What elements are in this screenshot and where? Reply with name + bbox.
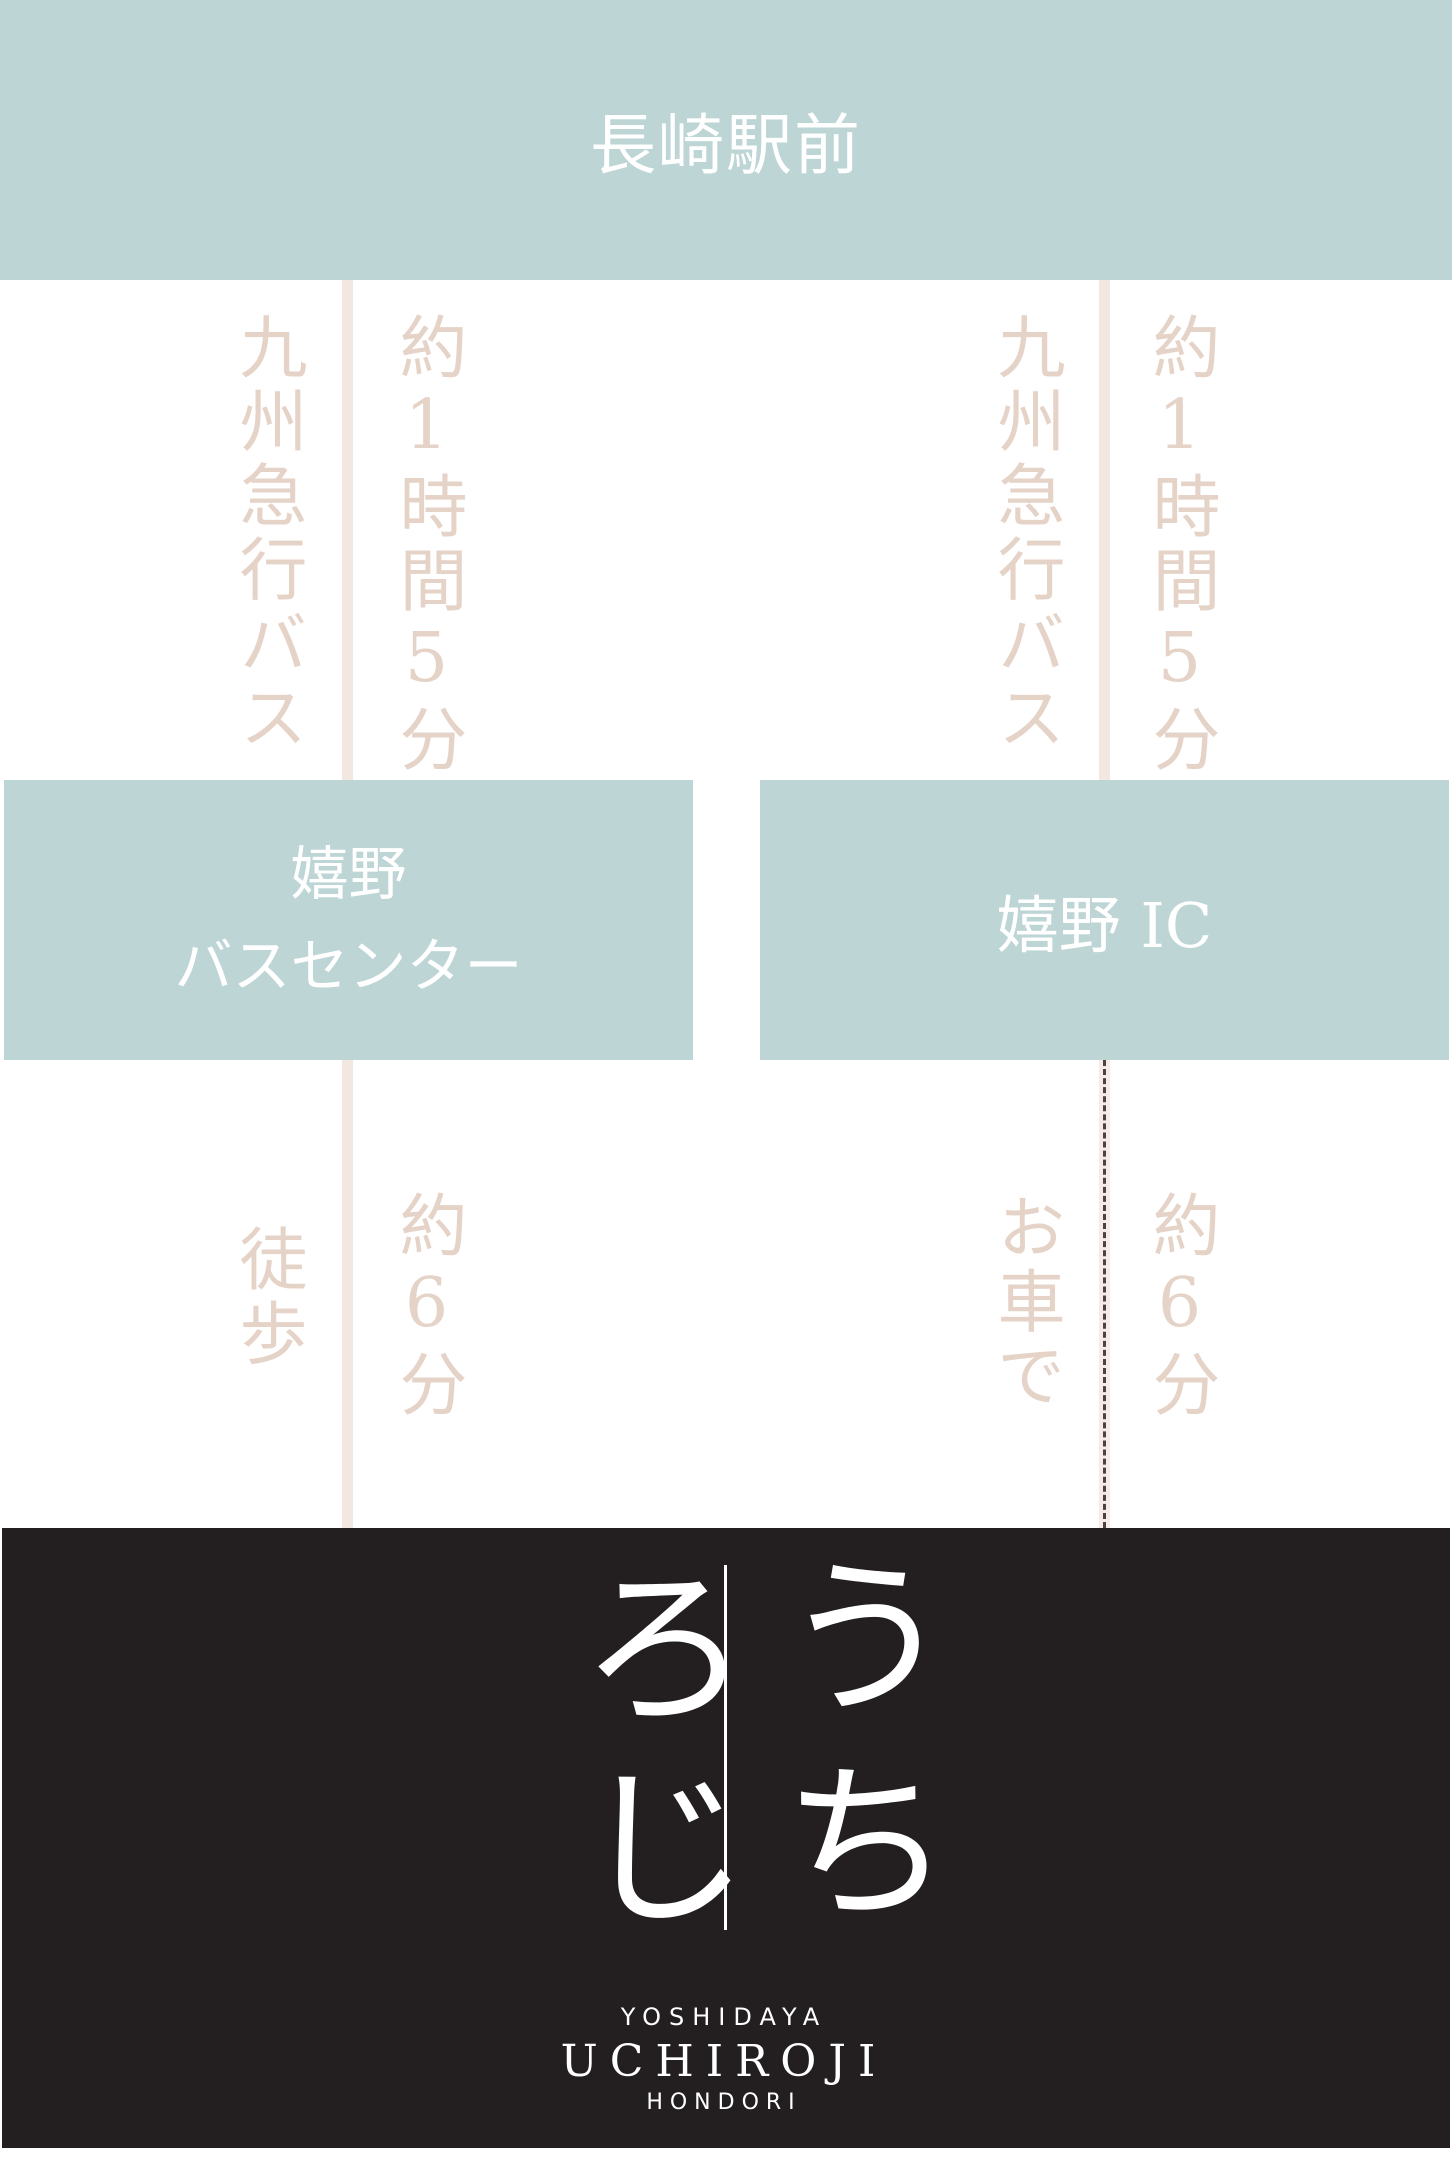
brand-line-uchiroji: UCHIROJI: [560, 2036, 888, 2087]
route-time-upper-right: 約1時間5分: [1140, 312, 1219, 778]
route-line-upper-left: [342, 280, 353, 780]
station-label-line1: 嬉野: [290, 840, 407, 908]
route-line-lower-left: [342, 1060, 353, 1528]
route-time-upper-left: 約1時間5分: [387, 312, 466, 778]
station-nagasaki-ekimae: 長崎駅前: [0, 0, 1452, 280]
route-mode-lower-right: お車で: [985, 1192, 1064, 1414]
route-line-lower-right-dashed: [1103, 1060, 1106, 1528]
logo-divider: [724, 1565, 727, 1930]
logo-glyph-ro: ろ: [580, 1551, 751, 1749]
route-line-upper-right: [1099, 280, 1110, 780]
station-ureshino-ic: 嬉野 IC: [760, 780, 1449, 1060]
logo-glyph-ji: じ: [580, 1751, 751, 1949]
route-mode-upper-left: 九州急行バス: [227, 312, 306, 756]
route-mode-upper-right: 九州急行バス: [985, 312, 1064, 756]
station-label-line2: バスセンター: [174, 932, 523, 1000]
brand-line-hondori: HONDORI: [646, 2090, 802, 2115]
route-time-lower-right: 約6分: [1140, 1190, 1219, 1423]
station-label: 長崎駅前: [590, 107, 862, 184]
station-ureshino-bus-center: 嬉野 バスセンター: [4, 780, 693, 1060]
station-label: 嬉野 IC: [996, 889, 1213, 962]
route-mode-lower-left: 徒歩: [227, 1224, 306, 1372]
logo-glyph-u: う: [782, 1541, 953, 1739]
brand-line-yoshidaya: YOSHIDAYA: [620, 2003, 828, 2031]
route-time-lower-left: 約6分: [387, 1190, 466, 1423]
logo-glyph-chi: ち: [782, 1746, 953, 1944]
